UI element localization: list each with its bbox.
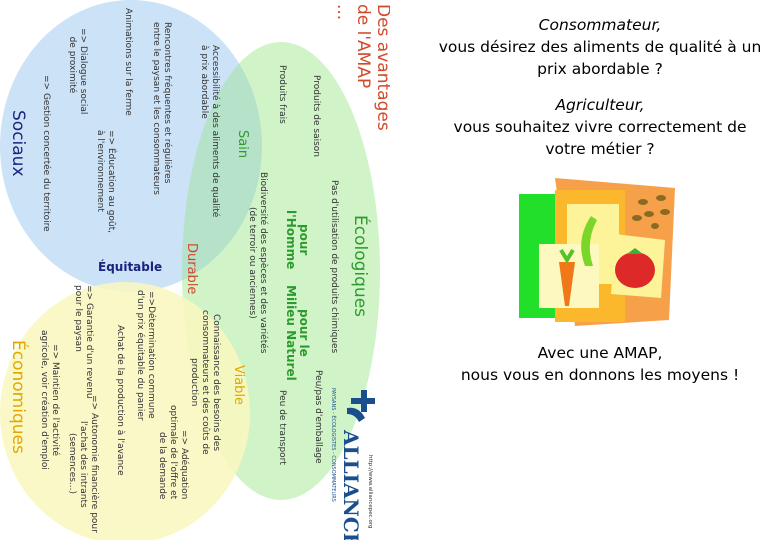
sociaux-item: Rencontres fréquentes et régulières entr… — [151, 22, 172, 195]
alliance-tagline: PAYSANS - ÉCOLOGISTES - CONSOMMATEURS — [330, 388, 336, 502]
ecologiques-item: Peu/pas d'emballage — [313, 370, 323, 464]
sociaux-item: Animations sur la ferme — [123, 8, 133, 116]
consommateur-label: Consommateur, — [538, 16, 662, 34]
economiques-circle — [0, 282, 250, 540]
ecologiques-item: Produits de saison — [311, 75, 321, 157]
economiques-item: => Maintien de l'activité agricole, voir… — [39, 330, 60, 470]
closing-line-1: Avec une AMAP, — [537, 344, 663, 362]
equitable-label: Équitable — [98, 260, 163, 274]
viable-label: Viable — [231, 365, 246, 406]
consommateur-text: vous désirez des aliments de qualité à u… — [438, 38, 762, 78]
ecologiques-item: Peu de transport — [277, 390, 287, 465]
equitable-item: =>Détermination commune d'un prix équita… — [135, 290, 156, 421]
economiques-item: Achat de la production à l'avance — [115, 325, 125, 476]
viable-item: Connaissance des besoins des consommateu… — [189, 310, 221, 455]
durable-label: Durable — [184, 243, 199, 295]
economiques-item: => Garantie d'un revenu pour le paysan — [73, 285, 94, 399]
ecologiques-item: Pas d'utilisation de produits chimiques — [329, 180, 339, 354]
economiques-label: Économiques — [8, 340, 28, 454]
agriculteur-text: vous souhaitez vivre correctement de vot… — [453, 118, 747, 158]
sociaux-label: Sociaux — [8, 110, 28, 177]
alliance-logo-icon — [347, 390, 375, 422]
sain-label: Sain — [235, 130, 250, 159]
promo-panel: Consommateur, vous désirez des aliments … — [420, 14, 780, 160]
sociaux-item: => Dialogue social de proximité — [67, 28, 88, 115]
vegetables-clipart-icon — [519, 178, 675, 326]
economiques-item: => Autonomie financière pour l'achat des… — [67, 395, 99, 533]
sain-item: Accessibilité à des aliments de qualité … — [199, 45, 220, 218]
alliance-url: http://www.alliancepec.org — [367, 455, 373, 529]
amap-venn-diagram: Des avantages de l'AMAP ... Sociaux Écol… — [0, 0, 390, 540]
ecologiques-item: Biodiversité des espèces et des variétés… — [247, 172, 268, 354]
sociaux-item: => Éducation au goût, à l'environnement — [95, 130, 116, 234]
agriculteur-label: Agriculteur, — [555, 96, 645, 114]
closing-text: Avec une AMAP, nous vous en donnons les … — [420, 342, 780, 386]
viable-item: => Adéquation optimale de l'offre et de … — [157, 405, 189, 500]
pour-homme-label: pour l'Homme — [284, 210, 311, 270]
sociaux-item: => Gestion concertée du territoire — [41, 75, 51, 232]
ecologiques-item: Produits frais — [277, 65, 287, 124]
diagram-title: Des avantages de l'AMAP ... — [333, 4, 390, 131]
ecologiques-label: Écologiques — [350, 215, 370, 318]
pour-milieu-label: pour le Milieu Naturel — [284, 285, 311, 381]
alliance-wordmark: ALLIANCE — [339, 430, 363, 540]
closing-line-2: nous vous en donnons les moyens ! — [460, 366, 740, 384]
